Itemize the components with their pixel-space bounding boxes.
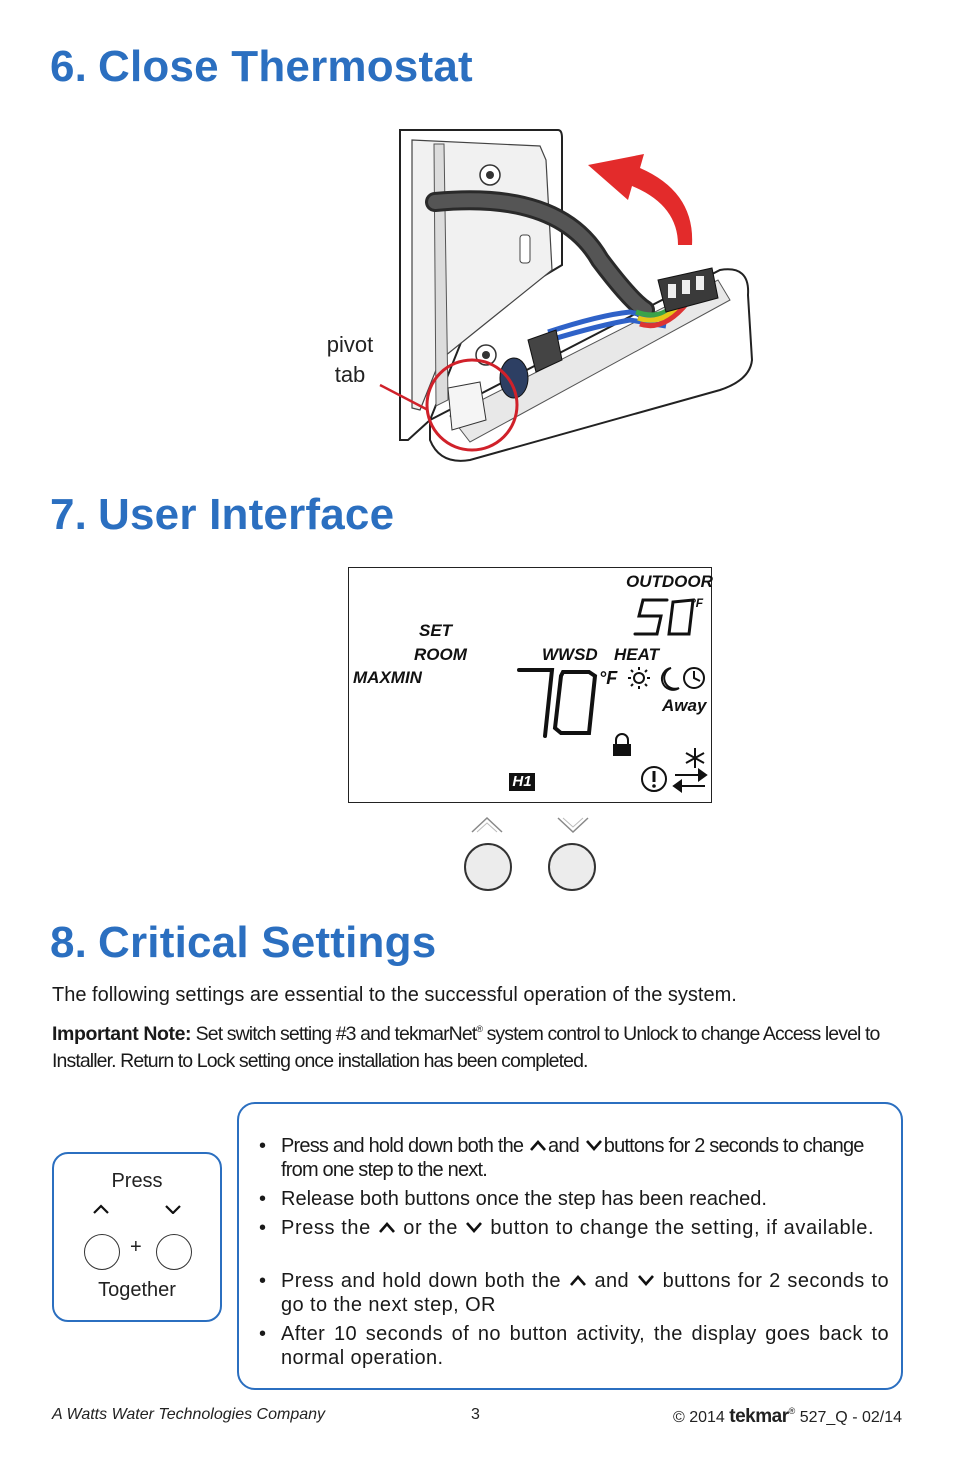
note-text-a: Set switch setting #3 and tekmarNet xyxy=(191,1023,478,1045)
close-thermostat-illustration xyxy=(379,129,754,462)
step-text: Press and hold down both the xyxy=(281,1270,561,1292)
section-6-heading: 6.Close Thermostat xyxy=(50,42,473,92)
step-text: Press the xyxy=(281,1217,371,1239)
list-item: • Press the or the button to change the … xyxy=(259,1216,889,1240)
zone-badge: H1 xyxy=(509,773,535,791)
maxmin-label: MAXMIN xyxy=(353,668,422,687)
bullet: • xyxy=(259,1188,267,1210)
note-text-b: system control to Unlock to change Acces… xyxy=(52,1023,880,1072)
chevron-up-icon xyxy=(530,1140,546,1151)
outdoor-label: OUTDOOR xyxy=(626,572,713,591)
bullet: • xyxy=(259,1270,267,1292)
note-label: Important Note: xyxy=(52,1023,192,1045)
chevron-down-icon xyxy=(585,1140,602,1151)
chevron-up-icon xyxy=(569,1275,586,1286)
down-button[interactable] xyxy=(548,843,596,891)
outdoor-unit: °F xyxy=(691,596,704,610)
pivot-tab-label: pivot tab xyxy=(318,330,382,390)
bullet: • xyxy=(259,1217,267,1239)
section-title: Critical Settings xyxy=(98,918,437,967)
red-curved-arrow-icon xyxy=(588,154,693,245)
away-label: Away xyxy=(662,696,707,715)
important-note: Important Note: Set switch setting #3 an… xyxy=(52,1016,922,1075)
chevron-down-icon xyxy=(637,1275,654,1286)
footer-right: © 2014 tekmar® 527_Q - 02/14 xyxy=(673,1406,902,1428)
document-code: 527_Q - 02/14 xyxy=(799,1409,902,1426)
list-item: • Release both buttons once the step has… xyxy=(259,1187,889,1211)
section-number: 8. xyxy=(50,918,88,967)
brand-logo: tekmar xyxy=(729,1406,789,1427)
set-label: SET xyxy=(419,621,453,640)
outdoor-temperature-digits xyxy=(633,598,695,636)
section-title: User Interface xyxy=(98,490,395,539)
pivot-tab-callout xyxy=(425,358,519,452)
instructions-box: • Press and hold down both the and butto… xyxy=(237,1102,903,1390)
copyright: © 2014 xyxy=(673,1409,725,1426)
up-button[interactable] xyxy=(464,843,512,891)
moon-icon xyxy=(660,667,680,691)
page-number: 3 xyxy=(471,1406,480,1423)
step-text: and xyxy=(548,1135,580,1157)
list-item: • After 10 seconds of no button activity… xyxy=(259,1322,889,1370)
chevron-down-icon xyxy=(557,817,589,834)
room-label: ROOM xyxy=(414,645,467,664)
step-text: buttons for 2 seconds to go to the next … xyxy=(281,1270,889,1316)
step-text: Release both buttons once the step has b… xyxy=(281,1188,767,1210)
small-up-button-illustration xyxy=(84,1234,120,1270)
room-unit: °F xyxy=(599,668,618,688)
together-label: Together xyxy=(98,1279,176,1301)
bullet: • xyxy=(259,1323,267,1345)
registered-mark: ® xyxy=(476,1024,483,1034)
step-text: After 10 seconds of no button activity, … xyxy=(281,1323,889,1369)
communication-arrows-icon xyxy=(672,768,708,793)
list-item: • Press and hold down both the and butto… xyxy=(259,1269,889,1317)
small-down-button-illustration xyxy=(156,1234,192,1270)
heat-label: HEAT xyxy=(614,645,660,664)
lock-icon xyxy=(613,733,631,756)
chevron-up-icon xyxy=(93,1204,109,1214)
section-number: 7. xyxy=(50,490,88,539)
section-number: 6. xyxy=(50,42,88,91)
footer-company: A Watts Water Technologies Company xyxy=(52,1406,326,1423)
chevron-down-icon xyxy=(165,1205,181,1214)
chevron-down-icon xyxy=(466,1222,483,1233)
plus-sign: + xyxy=(130,1236,142,1258)
step-text: and xyxy=(594,1270,630,1292)
step-text: or the xyxy=(403,1217,458,1239)
warning-icon xyxy=(641,766,667,792)
step-text: button to change the setting, if availab… xyxy=(490,1217,875,1239)
section-title: Close Thermostat xyxy=(98,42,473,91)
pivot-label-line1: pivot xyxy=(326,332,374,357)
step-text: Press and hold down both the xyxy=(281,1135,524,1157)
snowflake-icon xyxy=(685,748,705,768)
chevron-up-icon xyxy=(471,816,503,833)
press-together-box: Press + Together xyxy=(52,1152,222,1322)
wwsd-label: WWSD xyxy=(542,645,598,664)
section-8-heading: 8.Critical Settings xyxy=(50,918,436,968)
list-item: • Press and hold down both the and butto… xyxy=(259,1134,889,1182)
brand-registered-mark: ® xyxy=(788,1406,796,1416)
pivot-label-line2: tab xyxy=(334,362,366,387)
section-7-heading: 7.User Interface xyxy=(50,490,394,540)
step-text: buttons for 2 seconds to change from one… xyxy=(281,1135,864,1181)
lcd-display: OUTDOOR °F SET ROOM MAXMIN WWSD HEAT °F … xyxy=(348,567,713,803)
room-temperature-digits xyxy=(517,668,598,738)
sun-icon xyxy=(628,667,650,689)
chevron-up-icon xyxy=(379,1222,396,1233)
press-label: Press xyxy=(111,1170,163,1192)
intro-text: The following settings are essential to … xyxy=(52,984,737,1006)
bullet: • xyxy=(259,1135,266,1157)
clock-icon xyxy=(683,667,705,689)
